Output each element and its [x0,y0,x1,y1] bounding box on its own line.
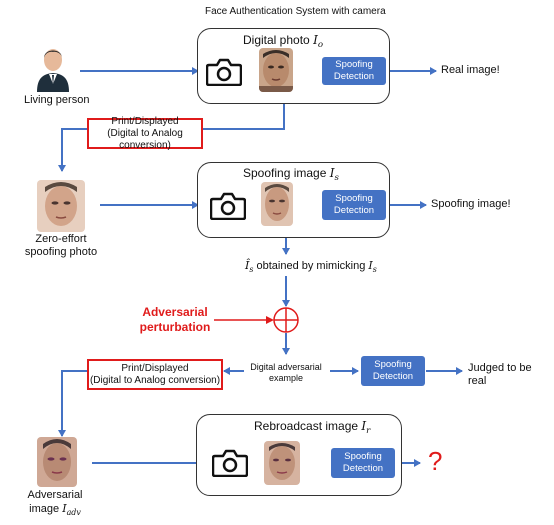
spoofing-photo-face [37,180,85,232]
living-person-label: Living person [24,94,90,106]
print-display-box-2: Print/Displayed(Digital to Analog conver… [87,359,223,390]
rebroadcast-face [264,441,300,485]
digital-photo-title: Digital photo Io [243,33,324,51]
spoofing-image-title: Spoofing image Is [243,166,339,184]
digital-photo-face [259,48,293,92]
spoofing-detection-1: Spoofing Detection [322,57,386,85]
adversarial-image-label: Adversarial image Iadv [27,489,83,518]
print-display-box-1: Print/Displayed(Digital to Analog conver… [87,116,203,151]
spoofing-image-result: Spoofing image! [431,198,511,210]
camera-icon [212,449,248,477]
diagram-title: Face Authentication System with camera [205,6,386,17]
rebroadcast-title: Rebroadcast image Ir [254,419,371,437]
spoofing-detection-4: Spoofing Detection [331,448,395,478]
person-icon [37,49,69,92]
adversarial-image-face [37,437,77,487]
unknown-result: ? [428,446,443,476]
mimic-label: Îs obtained by mimicking Is [245,259,377,275]
camera-icon [210,192,246,220]
spoofing-detection-2: Spoofing Detection [322,190,386,220]
sum-node [273,307,299,333]
arrow-print2-to-adv-image [58,370,87,437]
camera-icon [206,58,242,86]
spoofing-detection-3: Spoofing Detection [361,356,425,386]
arrow-print1-to-spoof-photo [58,128,87,172]
spoofing-image-face [261,182,293,226]
arrow-photo-to-print1 [203,104,285,130]
real-image-result: Real image! [441,64,500,76]
